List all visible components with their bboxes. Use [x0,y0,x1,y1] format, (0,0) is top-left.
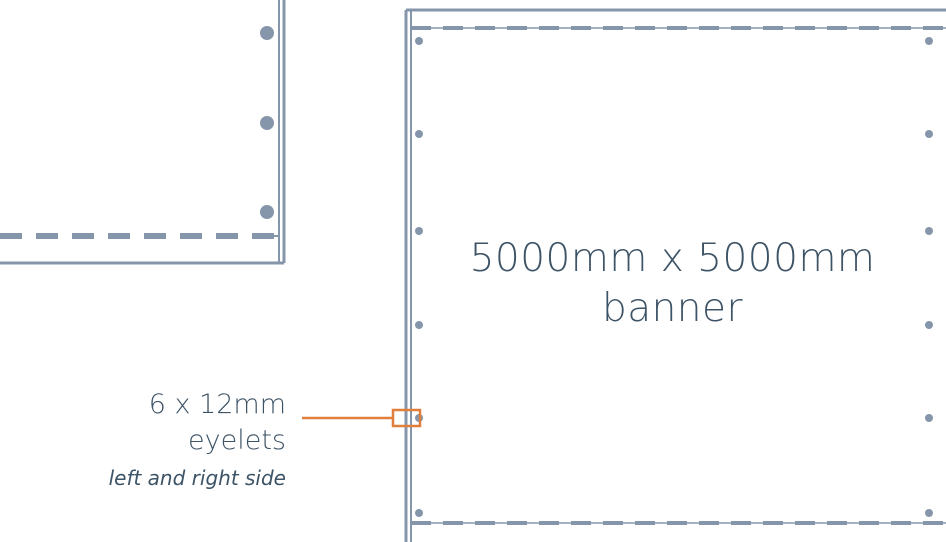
eyelet-name-label: eyelets [188,425,286,456]
callout-highlight-box [391,408,422,428]
main-banner-outline [404,8,946,542]
partial-banner-corner [0,0,286,265]
banner-type-label: banner [601,286,744,331]
eyelet-dot [925,130,933,138]
eyelet-placement-label: left and right side [108,466,286,490]
eyelet-dot [260,205,274,219]
eyelet-dot [925,37,933,45]
eyelet-dot [415,509,423,517]
eyelet-dot [925,227,933,235]
eyelet-callout [302,408,422,428]
eyelet-dot [260,116,274,130]
eyelet-dot [415,37,423,45]
partial-banner-eyelets [260,26,274,219]
eyelet-dot [925,321,933,329]
banner-size-label: 5000mm x 5000mm [469,236,876,281]
eyelet-dot [415,130,423,138]
eyelet-count-label: 6 x 12mm [148,389,286,420]
eyelet-dot [925,414,933,422]
eyelet-dot [415,227,423,235]
eyelet-dot [260,26,274,40]
eyelet-dot [925,509,933,517]
eyelet-dot [415,321,423,329]
